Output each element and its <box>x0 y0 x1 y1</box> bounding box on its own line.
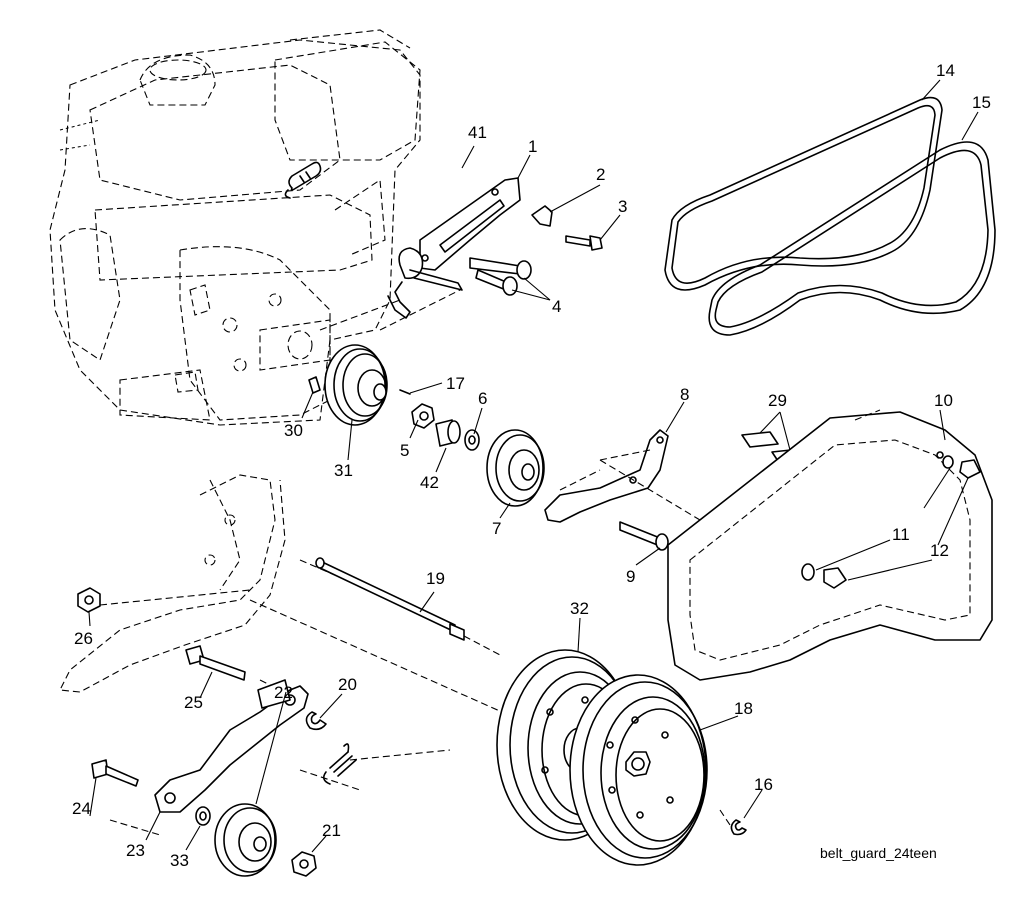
nut-26 <box>77 587 101 613</box>
e-ring-20 <box>305 711 327 731</box>
callout-33: 33 <box>170 851 189 870</box>
spacer-42 <box>435 419 461 447</box>
callout-24: 24 <box>72 799 91 818</box>
nut-21 <box>291 851 317 877</box>
belt-15 <box>708 141 996 336</box>
engine-phantom <box>49 29 421 426</box>
pin-17 <box>399 389 411 395</box>
callout-18: 18 <box>734 699 753 718</box>
callout-15: 15 <box>972 93 991 112</box>
callout-41: 41 <box>468 123 487 142</box>
callout-6: 6 <box>478 389 487 408</box>
bolt-9 <box>619 521 669 551</box>
idler-pulley-7 <box>486 429 545 507</box>
callout-17: 17 <box>446 374 465 393</box>
callout-5: 5 <box>400 441 409 460</box>
bolt-24 <box>91 759 139 787</box>
key-30 <box>308 376 321 394</box>
leader-lines <box>88 79 979 853</box>
callout-29: 29 <box>768 391 787 410</box>
callout-20: 20 <box>338 675 357 694</box>
callout-3: 3 <box>618 197 627 216</box>
callout-1: 1 <box>528 137 537 156</box>
nut-12 <box>823 459 981 589</box>
callout-14: 14 <box>936 61 955 80</box>
pulley-22 <box>214 803 277 877</box>
belt-14 <box>664 96 943 291</box>
callout-26: 26 <box>74 629 93 648</box>
washer-33 <box>195 806 211 826</box>
nut-5 <box>411 403 435 429</box>
pulley-18 <box>569 674 708 866</box>
engine-pulley-31 <box>324 344 388 426</box>
callout-9: 9 <box>626 567 635 586</box>
bolt-25 <box>185 645 246 681</box>
callout-4: 4 <box>552 297 561 316</box>
bracket-8 <box>544 429 669 523</box>
clip-2 <box>531 205 553 227</box>
callout-7: 7 <box>492 519 501 538</box>
spring-idler <box>322 743 357 785</box>
belt-guard-10 <box>599 409 993 681</box>
callout-labels: 41 1 2 3 4 14 15 17 30 31 5 6 42 7 8 29 … <box>72 61 991 870</box>
bolt-3 <box>565 235 603 251</box>
callout-19: 19 <box>426 569 445 588</box>
callout-42: 42 <box>420 473 439 492</box>
callout-10: 10 <box>934 391 953 410</box>
e-ring-16 <box>730 819 747 836</box>
callout-11: 11 <box>892 525 910 544</box>
diagram-caption: belt_guard_24teen <box>820 845 937 861</box>
washer-11 <box>801 455 954 581</box>
idler-bracket-1 <box>379 177 521 331</box>
callout-32: 32 <box>570 599 589 618</box>
bolts-4 <box>469 257 532 296</box>
callout-30: 30 <box>284 421 303 440</box>
callout-23: 23 <box>126 841 145 860</box>
washer-6 <box>464 429 480 451</box>
callout-16: 16 <box>754 775 773 794</box>
callout-25: 25 <box>184 693 203 712</box>
callout-31: 31 <box>334 461 353 480</box>
callout-12: 12 <box>930 541 949 560</box>
idler-arm-23 <box>154 679 309 813</box>
spring-41 <box>284 161 322 199</box>
callout-2: 2 <box>596 165 605 184</box>
callout-22: 22 <box>274 683 293 702</box>
shaft-19 <box>315 557 501 656</box>
callout-8: 8 <box>680 385 689 404</box>
callout-21: 21 <box>322 821 341 840</box>
